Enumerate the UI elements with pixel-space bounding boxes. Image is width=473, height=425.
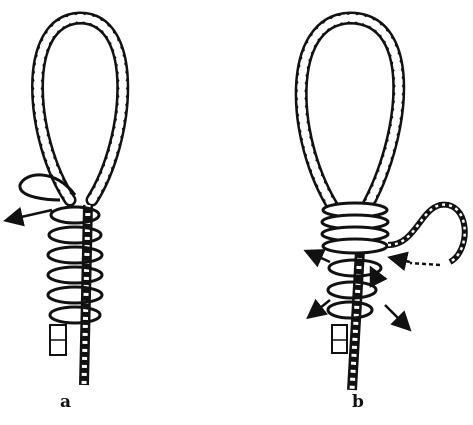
panel-b-standing-rope [352,250,360,390]
panel-a-pull-arrow [8,210,52,220]
panel-a-drawing [8,18,123,385]
panel-b-arrow-upper-left [308,252,330,262]
panel-label-b: b [352,392,364,412]
panel-b-arrow-right-in [392,258,410,262]
panel-b-rope-end [332,325,347,353]
panel-b-serving-wraps [322,203,388,253]
panel-label-a: a [60,392,71,412]
panel-a-whipping-turns [48,207,102,323]
panel-b-drawing [301,18,465,390]
panel-b-arrow-lower-right [385,305,408,328]
